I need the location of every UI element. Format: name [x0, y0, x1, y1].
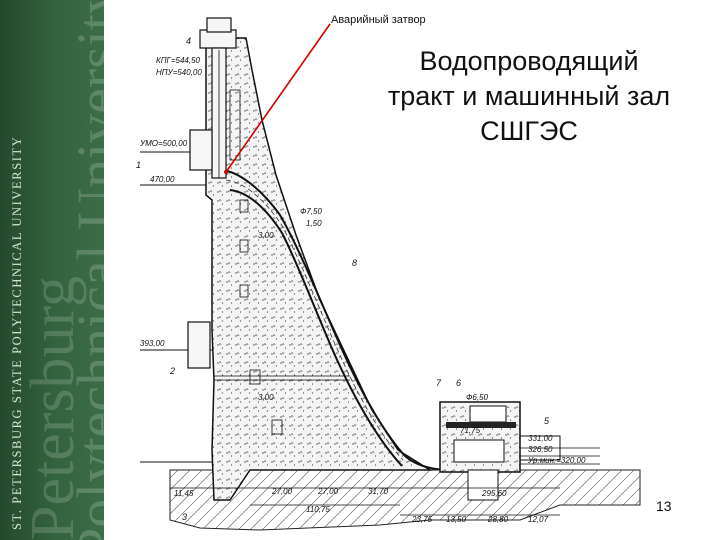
dim-width-low: 3,00 — [258, 393, 274, 402]
slide-title-line: Водопроводящий — [419, 46, 639, 76]
marker-1: 1 — [136, 160, 141, 170]
powerhouse — [439, 401, 600, 501]
marker-2: 2 — [169, 366, 175, 376]
marker-3: 3 — [182, 512, 187, 522]
slide-title-line: СШГЭС — [480, 116, 578, 146]
level-intake: 470,00 — [150, 175, 175, 184]
dim-b6: 23,75 — [411, 515, 433, 524]
dim-b5: 110,75 — [306, 505, 330, 514]
dim-b3: 27,00 — [317, 487, 339, 496]
dim-b8: 28,80 — [487, 515, 509, 524]
level-tail3: Ур.мин.=320,00 — [527, 456, 586, 465]
emergency-gate-callout: Аварийный затвор — [331, 14, 426, 26]
dim-b7: 13,50 — [446, 515, 467, 524]
marker-8: 8 — [352, 258, 357, 268]
marker-4: 4 — [186, 36, 191, 46]
gate-structure — [187, 17, 237, 369]
callout-pointer — [225, 23, 331, 173]
level-npu: НПУ=540,00 — [156, 68, 202, 77]
dim-lower: Ф6,50 — [466, 393, 488, 402]
marker-7: 7 — [436, 378, 442, 388]
dim-wall: 1,50 — [306, 219, 322, 228]
dim-width-top: 3,00 — [258, 231, 274, 240]
dim-hall: 71,75 — [460, 426, 481, 435]
slide-title-line: тракт и машинный зал — [387, 81, 671, 111]
university-sidebar: Petersburg Polytechnical University ST. … — [0, 0, 104, 540]
marker-6: 6 — [456, 378, 461, 388]
sidebar-university-name: ST. PETERSBURG STATE POLYTECHNICAL UNIVE… — [10, 135, 24, 530]
sidebar-background — [0, 0, 104, 540]
level-tail2: 326,50 — [528, 445, 553, 454]
level-tail1: 331,00 — [528, 434, 553, 443]
dam-section-drawing: КПГ=544,50 НПУ=540,00 УМО=500,00 470,00 … — [136, 17, 641, 531]
dim-b9: 12,07 — [528, 515, 549, 524]
page-number: 13 — [656, 498, 672, 514]
dim-conduit: Ф7,50 — [300, 207, 322, 216]
dim-b1: 11,45 — [174, 489, 194, 498]
dim-base: 295,60 — [481, 489, 507, 498]
slide-title: Водопроводящий тракт и машинный зал СШГЭ… — [344, 44, 714, 149]
sidebar-watermark-university: Polytechnical University — [65, 0, 104, 540]
level-top-crest: КПГ=544,50 — [156, 56, 201, 65]
upstream-water-levels — [140, 151, 212, 463]
dim-b2: 27,00 — [271, 487, 293, 496]
level-mid: 393,00 — [140, 339, 165, 348]
marker-5: 5 — [544, 416, 550, 426]
level-umo: УМО=500,00 — [139, 139, 188, 148]
dim-b4: 31,70 — [368, 487, 389, 496]
